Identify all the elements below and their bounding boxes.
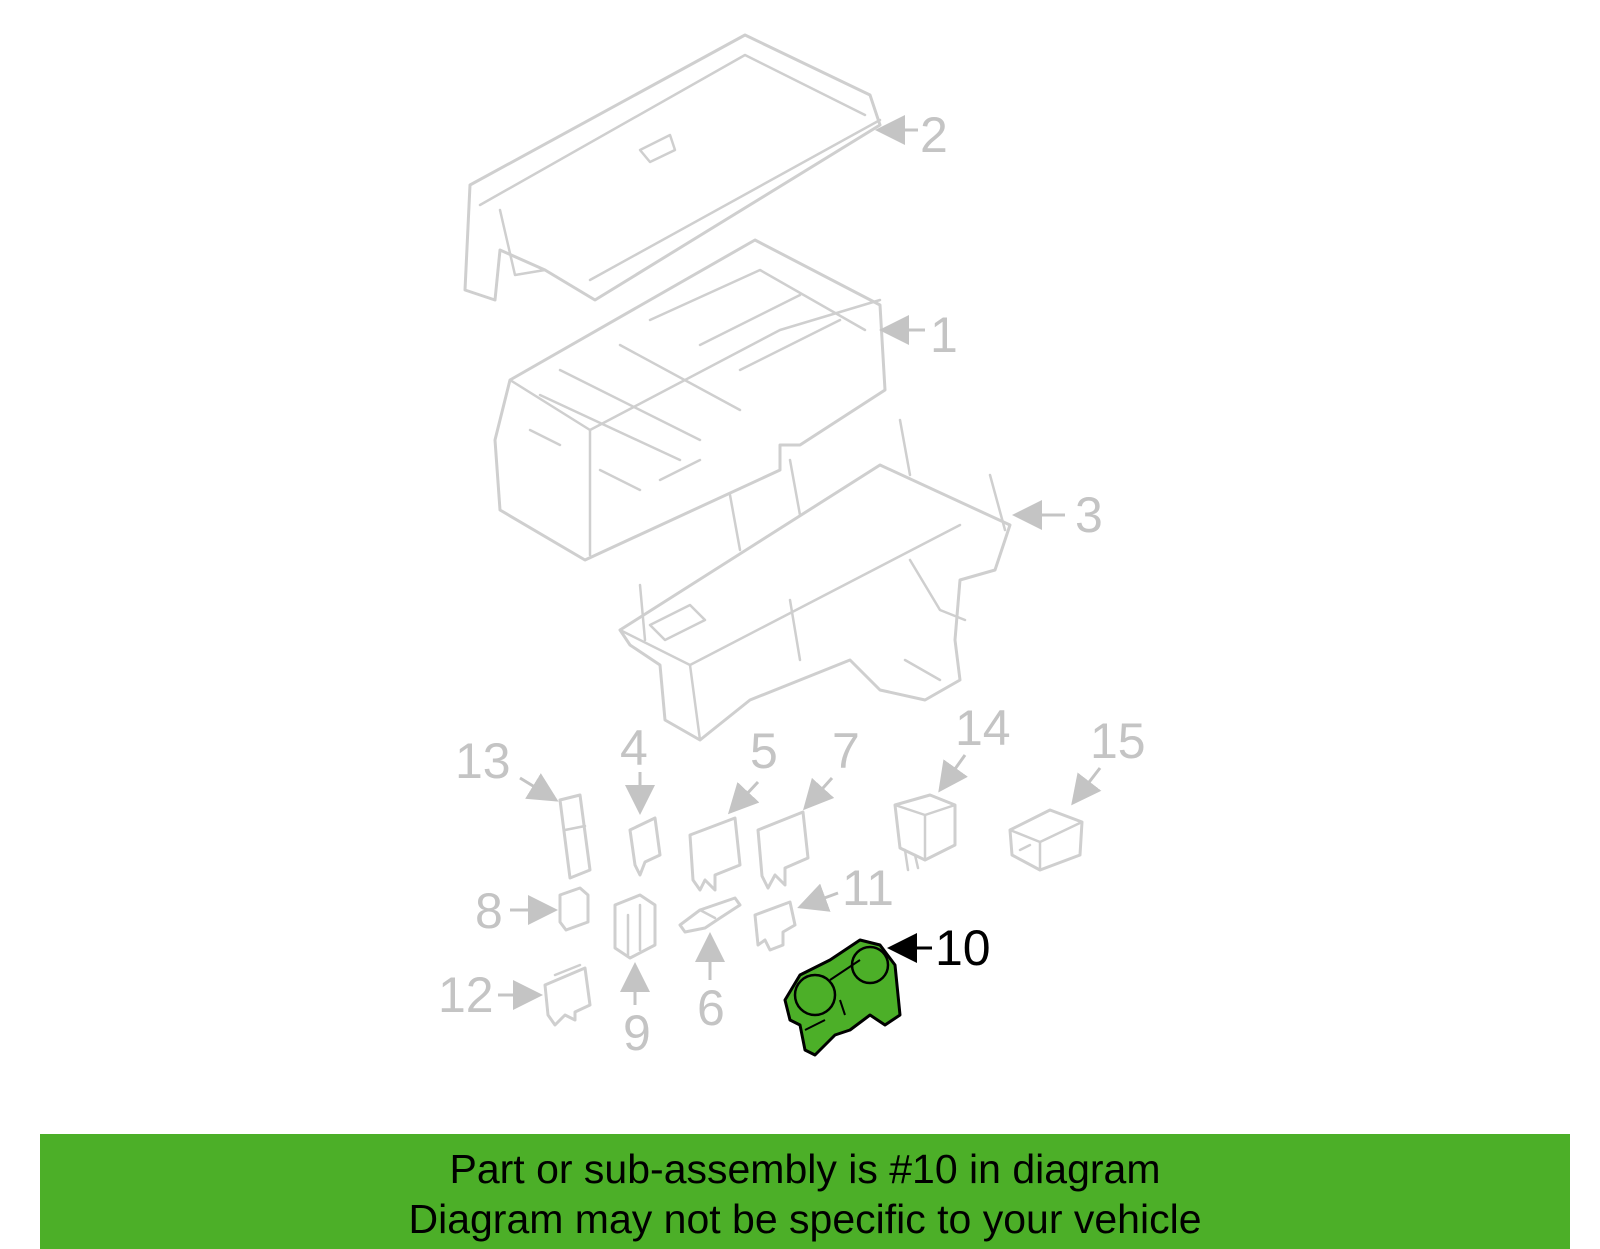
part-13: [558, 793, 592, 880]
callout-13: 13: [455, 733, 559, 802]
part-11: [753, 900, 797, 952]
part-15-relay: [1008, 808, 1084, 872]
part-2-cover: [463, 33, 882, 302]
svg-text:8: 8: [475, 883, 503, 939]
callout-7: 7: [802, 723, 860, 811]
callout-1: 1: [879, 307, 958, 363]
svg-text:14: 14: [955, 700, 1011, 756]
callout-8: 8: [475, 883, 558, 939]
callout-5: 5: [727, 723, 778, 815]
part-12: [543, 963, 592, 1027]
callout-3: 3: [1012, 487, 1103, 543]
banner-line-part: Part or sub-assembly is #10 in diagram: [449, 1146, 1161, 1192]
callout-9: 9: [620, 962, 651, 1061]
callout-4: 4: [620, 720, 655, 815]
svg-text:7: 7: [832, 723, 860, 779]
part-1-fuse-box: [493, 238, 887, 562]
svg-text:9: 9: [623, 1005, 651, 1061]
callout-11: 11: [797, 860, 894, 916]
part-14-relay: [893, 793, 957, 872]
svg-text:3: 3: [1075, 487, 1103, 543]
part-6: [678, 896, 742, 934]
svg-text:11: 11: [842, 860, 894, 916]
part-7: [756, 810, 810, 890]
svg-text:2: 2: [920, 107, 948, 163]
callout-2: 2: [875, 107, 948, 163]
svg-text:12: 12: [438, 967, 494, 1023]
part-8: [558, 886, 590, 932]
svg-text:13: 13: [455, 733, 511, 789]
part-3-tray: [618, 418, 1012, 742]
svg-text:15: 15: [1090, 713, 1146, 769]
callout-14: 14: [938, 700, 1011, 793]
part-9: [613, 893, 657, 960]
svg-text:5: 5: [750, 723, 778, 779]
callout-12: 12: [438, 967, 543, 1023]
svg-text:4: 4: [620, 720, 648, 776]
callout-6: 6: [695, 932, 725, 1036]
part-10-highlighted: [783, 938, 902, 1057]
callout-10: 10: [887, 920, 991, 976]
svg-text:1: 1: [930, 307, 958, 363]
info-banner: Part or sub-assembly is #10 in diagram D…: [40, 1134, 1570, 1249]
part-4: [628, 816, 662, 877]
banner-line-disclaimer: Diagram may not be specific to your vehi…: [408, 1196, 1202, 1242]
svg-text:6: 6: [697, 980, 725, 1036]
part-5: [688, 816, 742, 892]
callout-15: 15: [1071, 713, 1146, 806]
svg-text:10: 10: [935, 920, 991, 976]
